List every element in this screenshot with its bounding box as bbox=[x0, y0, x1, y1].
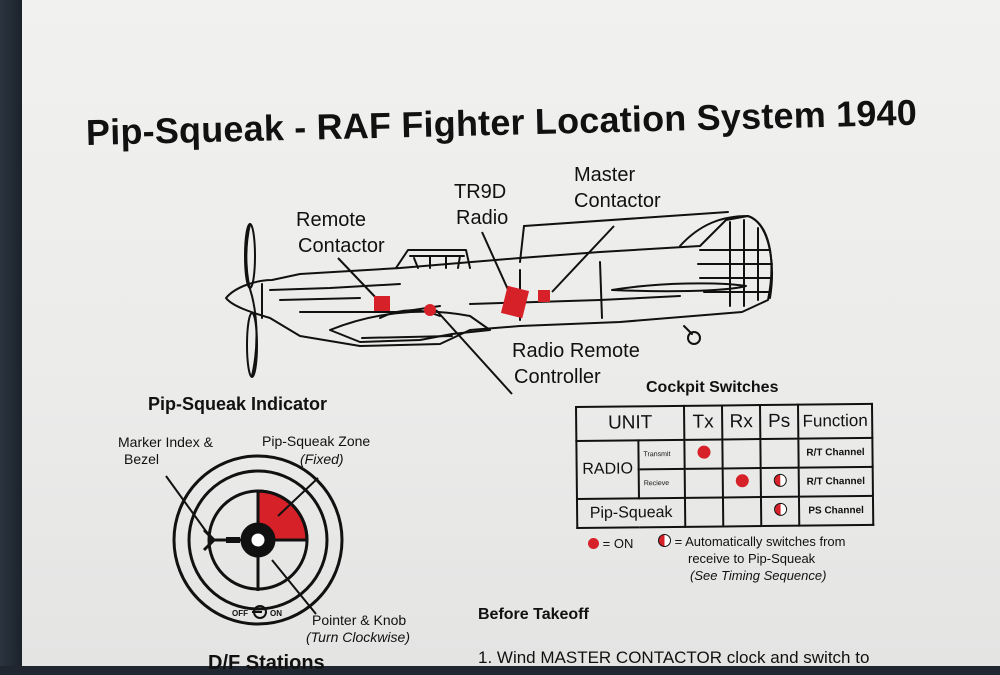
tr9d-label-2: Radio bbox=[456, 207, 509, 229]
aerial-wire bbox=[523, 211, 729, 227]
radio-remote-controller-label-2: Controller bbox=[514, 366, 601, 388]
function-rt-2: R/T Channel bbox=[798, 466, 873, 497]
switch-on-indicator bbox=[722, 468, 761, 498]
cockpit-switches-heading: Cockpit Switches bbox=[646, 379, 779, 396]
turn-clockwise-label: (Turn Clockwise) bbox=[306, 629, 410, 645]
col-rx: Rx bbox=[722, 405, 761, 440]
radio-remote-controller-label: Radio Remote bbox=[512, 340, 640, 362]
legend-auto-3: (See Timing Sequence) bbox=[690, 568, 827, 583]
half-dot-icon bbox=[658, 534, 671, 547]
off-label: OFF bbox=[232, 609, 248, 618]
switch-auto-indicator bbox=[760, 467, 799, 498]
on-dot-icon bbox=[588, 538, 599, 549]
cockpit-switches-table: UNIT Tx Rx Ps Function RADIO Transmit R/… bbox=[575, 403, 874, 529]
remote-contactor-marker bbox=[374, 296, 390, 311]
bezel-label: Bezel bbox=[124, 451, 160, 467]
pointer-knob-label: Pointer & Knob bbox=[312, 612, 407, 628]
master-contactor-marker bbox=[538, 290, 550, 302]
tr9d-label: TR9D bbox=[454, 181, 507, 203]
display-board bbox=[22, 0, 1000, 666]
pip-squeak-indicator bbox=[165, 454, 344, 626]
radio-remote-controller-marker bbox=[424, 304, 436, 316]
df-stations-heading: D/F Stations bbox=[208, 652, 325, 674]
canopy bbox=[395, 249, 471, 269]
indicator-heading: Pip-Squeak Indicator bbox=[148, 394, 328, 414]
legend-auto: = Automatically switches from bbox=[658, 534, 846, 549]
remote-contactor-label: Remote bbox=[296, 209, 367, 231]
remote-contactor-label-2: Contactor bbox=[298, 235, 385, 257]
unit-pip-squeak: Pip-Squeak bbox=[576, 497, 686, 528]
sub-recieve: Recieve bbox=[638, 468, 685, 499]
propeller bbox=[245, 223, 258, 377]
on-label: ON bbox=[270, 609, 282, 618]
col-function: Function bbox=[797, 403, 873, 439]
board-edge bbox=[0, 0, 22, 666]
master-contactor-label-2: Contactor bbox=[574, 190, 661, 212]
col-unit: UNIT bbox=[576, 405, 685, 441]
tailplane bbox=[611, 282, 747, 293]
tr9d-radio-marker bbox=[500, 285, 530, 319]
legend-auto-2: receive to Pip-Squeak bbox=[688, 551, 816, 566]
zone-label: Pip-Squeak Zone bbox=[262, 433, 371, 449]
legend-on: = ON bbox=[588, 536, 633, 551]
function-rt: R/T Channel bbox=[798, 437, 873, 468]
table-row: Pip-Squeak PS Channel bbox=[576, 495, 874, 528]
before-takeoff-heading: Before Takeoff bbox=[478, 606, 589, 623]
function-ps: PS Channel bbox=[798, 495, 874, 526]
tail-fin bbox=[679, 215, 773, 299]
switch-on-indicator bbox=[684, 439, 723, 469]
before-takeoff-step-1: 1. Wind MASTER CONTACTOR clock and switc… bbox=[478, 648, 870, 667]
switch-auto-indicator bbox=[760, 496, 800, 527]
sub-transmit: Transmit bbox=[638, 439, 685, 470]
col-ps: Ps bbox=[760, 404, 799, 440]
col-tx: Tx bbox=[684, 405, 723, 440]
table-row: RADIO Transmit R/T Channel bbox=[576, 437, 873, 499]
marker-index-label: Marker Index & bbox=[118, 434, 213, 450]
zone-fixed-label: (Fixed) bbox=[300, 451, 344, 467]
unit-radio: RADIO bbox=[576, 440, 639, 499]
master-contactor-label: Master bbox=[574, 164, 636, 186]
